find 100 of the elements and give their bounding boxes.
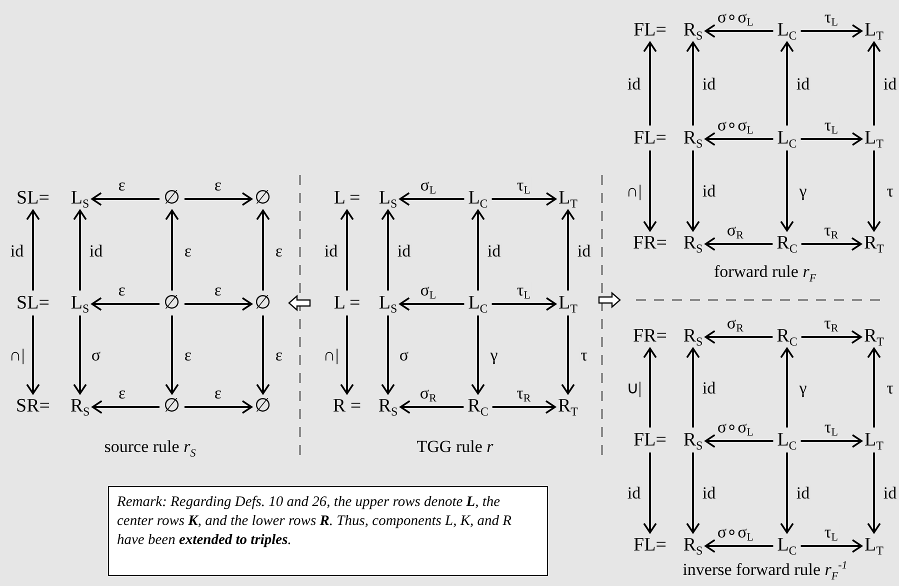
arrow xyxy=(91,192,160,206)
math-object: FR= xyxy=(633,326,667,346)
math-object: R$_{C}$ xyxy=(468,396,488,416)
math-object: ∅ xyxy=(254,294,272,312)
math-object: ∅ xyxy=(164,294,180,312)
arrow xyxy=(686,42,700,126)
math-object: FL= xyxy=(634,20,666,40)
arrow xyxy=(561,316,575,394)
arrow xyxy=(381,210,395,290)
math-object: R$_{S}$ xyxy=(378,396,398,416)
math-object: SL= xyxy=(16,294,50,312)
math-object: L$_{T}$ xyxy=(558,188,578,208)
math-object: L$_{C}$ xyxy=(777,128,797,148)
math-object: L$_{C}$ xyxy=(777,430,797,450)
math-object: L = xyxy=(334,294,360,312)
edge-label: id xyxy=(882,484,898,501)
arrow xyxy=(399,297,464,311)
arrow xyxy=(867,348,881,428)
edge-label: id xyxy=(323,242,339,259)
math-object: R = xyxy=(332,396,362,416)
caption: forward rule r$_{F}$ xyxy=(714,262,816,282)
arrow xyxy=(471,316,485,394)
arrow xyxy=(91,297,160,311)
edge-label: id xyxy=(486,242,502,259)
math-object: R$_{S}$ xyxy=(683,128,703,148)
math-object: R$_{S}$ xyxy=(683,430,703,450)
math-object: R$_{T}$ xyxy=(864,326,884,346)
arrow xyxy=(256,316,270,394)
math-object: L$_{S}$ xyxy=(378,294,398,312)
arrow xyxy=(704,330,773,344)
arrow xyxy=(704,237,773,251)
math-object: L = xyxy=(334,188,360,208)
arrow xyxy=(704,132,774,146)
math-object: ∅ xyxy=(164,396,180,416)
arrow xyxy=(800,539,862,553)
arrow xyxy=(26,316,40,394)
arrow xyxy=(92,400,160,414)
math-object: ∅ xyxy=(254,396,272,416)
math-object: R$_{T}$ xyxy=(558,396,578,416)
math-object: L$_{S}$ xyxy=(378,188,398,208)
edge-label: id xyxy=(626,76,642,92)
math-object: L$_{T}$ xyxy=(558,294,578,312)
arrow xyxy=(643,150,657,232)
arrow xyxy=(26,210,40,290)
caption: source rule r$_{S}$ xyxy=(104,437,196,457)
math-object: FL= xyxy=(634,128,666,148)
edge-label: id xyxy=(701,380,717,396)
edge-label: id xyxy=(795,484,811,501)
arrow xyxy=(184,297,252,311)
math-object: SL= xyxy=(16,188,50,208)
arrow xyxy=(184,192,252,206)
arrow xyxy=(686,348,700,428)
arrow xyxy=(800,132,862,146)
edge-label: ∩| xyxy=(322,346,340,363)
arrow xyxy=(780,348,794,428)
edge-label: id xyxy=(88,242,104,259)
arrow xyxy=(780,42,794,126)
edge-label: id xyxy=(9,242,25,259)
arrow xyxy=(165,316,179,394)
arrow xyxy=(340,316,354,394)
arrow xyxy=(73,316,87,394)
math-object: R$_{S}$ xyxy=(683,326,703,346)
arrow xyxy=(184,400,252,414)
math-object: L$_{C}$ xyxy=(468,188,488,208)
arrow xyxy=(471,210,485,290)
edge-label: id xyxy=(626,484,642,501)
edge-label: id xyxy=(701,182,717,199)
math-object: ∅ xyxy=(164,188,180,208)
arrow xyxy=(780,452,794,534)
math-object: L$_{T}$ xyxy=(864,20,884,40)
arrow xyxy=(867,42,881,126)
math-object: L$_{C}$ xyxy=(468,294,488,312)
arrow xyxy=(686,150,700,232)
arrow xyxy=(704,434,774,448)
math-object: L$_{S}$ xyxy=(70,294,90,312)
math-object: R$_{C}$ xyxy=(776,234,798,252)
arrow xyxy=(400,400,464,414)
edge-label: id xyxy=(882,76,898,92)
arrow xyxy=(801,330,862,344)
math-object: FL= xyxy=(634,430,666,450)
caption: TGG rule r xyxy=(416,437,494,457)
arrow xyxy=(801,237,862,251)
edge-label: id xyxy=(795,76,811,92)
math-object: R$_{T}$ xyxy=(864,234,884,252)
arrow xyxy=(686,452,700,534)
math-object: L$_{S}$ xyxy=(70,188,90,208)
edge-label: id xyxy=(701,76,717,92)
arrow xyxy=(780,150,794,232)
arrow xyxy=(704,24,774,38)
math-object: SR= xyxy=(16,396,50,416)
arrow xyxy=(399,192,464,206)
math-object: R$_{S}$ xyxy=(683,234,703,252)
arrow xyxy=(165,210,179,290)
arrow xyxy=(867,452,881,534)
arrow xyxy=(492,400,556,414)
math-object: R$_{S}$ xyxy=(683,20,703,40)
arrow xyxy=(643,42,657,126)
math-object: ∅ xyxy=(254,188,272,208)
edge-label: id xyxy=(576,242,592,259)
math-object: L$_{C}$ xyxy=(777,536,797,554)
